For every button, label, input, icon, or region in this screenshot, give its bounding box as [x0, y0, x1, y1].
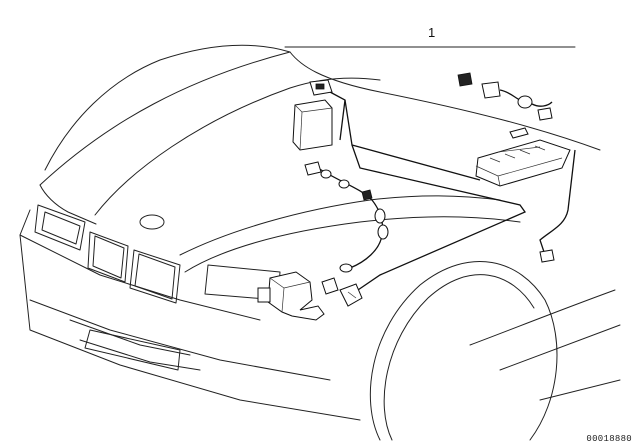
mounting-bracket: [509, 127, 529, 139]
speed-sensor: [304, 161, 389, 240]
car-body-outline: [19, 44, 621, 421]
angled-plug: [339, 283, 363, 307]
reference-code: 00018880: [586, 434, 632, 444]
top-connector: [309, 79, 333, 96]
wiring-harness: [317, 91, 576, 293]
lower-right-connector: [539, 249, 555, 263]
control-module: [292, 99, 333, 151]
callout-number-1: 1: [428, 25, 436, 40]
actuator-unit: [257, 263, 353, 321]
front-tire: [369, 261, 558, 441]
control-unit-box: [475, 139, 571, 187]
upper-right-connectors: [457, 72, 553, 121]
